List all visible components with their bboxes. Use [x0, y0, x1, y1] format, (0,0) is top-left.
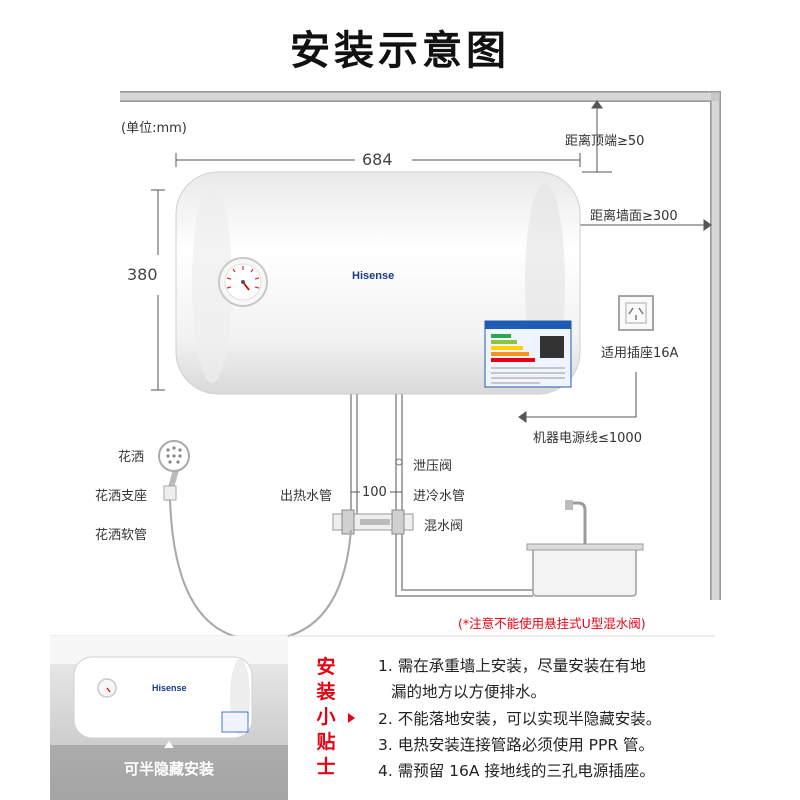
- power-cord-label: 机器电源线≤1000: [533, 431, 642, 446]
- pipe-spacing-value: 100: [362, 485, 387, 500]
- relief-valve-label: 泄压阀: [413, 459, 453, 474]
- shower-hose-label: 花洒软管: [95, 528, 148, 543]
- cold-inlet-label: 进冷水管: [413, 489, 466, 504]
- power-socket-icon: [618, 295, 654, 331]
- tips-pointer-icon: [348, 713, 355, 723]
- width-value: 684: [362, 150, 393, 169]
- height-value: 380: [127, 265, 158, 284]
- hot-outlet-label: 出热水管: [280, 489, 333, 504]
- wall-clearance-arrow: [575, 219, 712, 231]
- shower-hose: [169, 499, 352, 642]
- thumbnail-caption: 可半隐藏安装: [123, 760, 214, 778]
- shower-bracket-icon: [163, 485, 177, 501]
- top-clearance-arrow: [582, 100, 612, 173]
- mixing-valve: [332, 509, 414, 535]
- tips-heading-char: 安: [316, 656, 336, 678]
- sink: [526, 500, 644, 597]
- mixing-valve-label: 混水阀: [424, 519, 464, 534]
- power-cord: [518, 372, 637, 423]
- warning-note: (*注意不能使用悬挂式U型混水阀): [458, 616, 646, 631]
- page-title: 安装示意图: [290, 28, 510, 74]
- tip-item: 4. 需预留 16A 接地线的三孔电源插座。: [378, 762, 655, 780]
- shower-bracket-label: 花洒支座: [95, 489, 148, 504]
- energy-label-sticker: [484, 320, 572, 388]
- tip-item: 1. 需在承重墙上安装，尽量安装在有地: [378, 657, 646, 675]
- thermometer-dial-icon: [218, 257, 268, 307]
- thumbnail-photo: [50, 636, 288, 800]
- tips-heading-char: 小: [316, 706, 336, 728]
- tip-item: 2. 不能落地安装，可以实现半隐藏安装。: [378, 710, 662, 728]
- shower-head-label: 花洒: [118, 450, 145, 465]
- relief-valve-icon: [395, 458, 403, 466]
- socket-label: 适用插座16A: [601, 346, 679, 361]
- tips-heading-char: 士: [316, 756, 336, 778]
- brand-logo: Hisense: [352, 270, 395, 282]
- thumbnail-brand-logo: Hisense: [152, 683, 187, 693]
- height-dimension: [151, 189, 165, 391]
- width-dimension: [175, 153, 581, 167]
- unit-label: (单位:mm): [121, 121, 187, 136]
- water-pipes: [350, 394, 533, 597]
- top-clearance-label: 距离顶端≥50: [565, 134, 645, 149]
- tip-item-continuation: 漏的地方以方便排水。: [391, 683, 547, 701]
- tips-heading-char: 贴: [316, 731, 336, 753]
- tips-heading: 安 装 小 贴 士: [313, 655, 339, 780]
- tips-heading-char: 装: [316, 681, 336, 703]
- wall-clearance-label: 距离墙面≥300: [590, 209, 678, 224]
- tip-item: 3. 电热安装连接管路必须使用 PPR 管。: [378, 736, 655, 754]
